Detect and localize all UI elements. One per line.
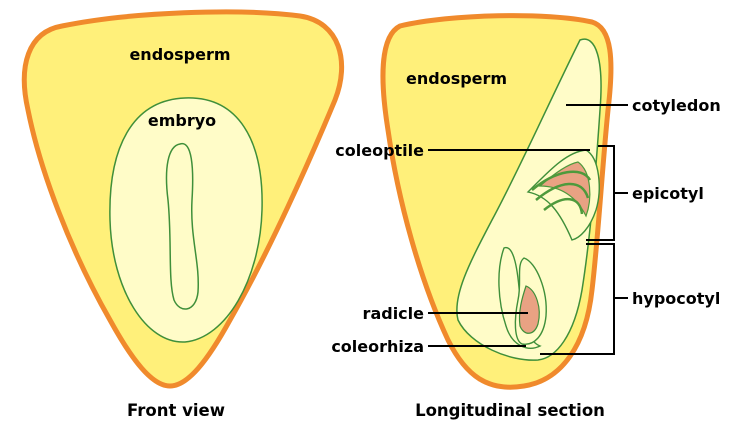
front-endosperm-label: endosperm (129, 45, 230, 64)
coleorhiza-label: coleorhiza (331, 337, 424, 356)
epicotyl-label: epicotyl (632, 184, 704, 203)
front-view-caption: Front view (127, 401, 225, 420)
hypocotyl-label: hypocotyl (632, 289, 720, 308)
cotyledon-label: cotyledon (632, 96, 721, 115)
section-endosperm-label: endosperm (406, 69, 507, 88)
longitudinal-section-caption: Longitudinal section (415, 401, 605, 420)
coleoptile-label: coleoptile (335, 141, 424, 160)
radicle-label: radicle (363, 304, 425, 323)
front-embryo-label: embryo (148, 111, 216, 130)
